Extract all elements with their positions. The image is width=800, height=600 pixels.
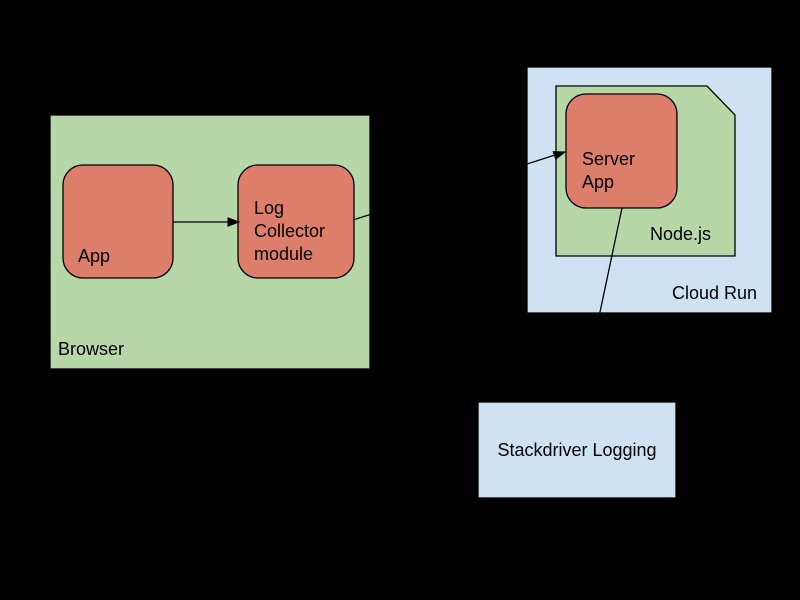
stackdriver-node-shape [477, 401, 677, 499]
arrowhead-app-to-log-collector [227, 217, 241, 227]
stackdriver-node-label: Stackdriver Logging [497, 439, 657, 460]
log-collector-node-label: Log Collector module [254, 198, 331, 264]
server-app-node-label: Server App [582, 149, 640, 192]
cloud-run-container-label: Cloud Run [672, 283, 758, 303]
arrow-log-collector-to-server-app [352, 154, 556, 221]
browser-container-label: Browser [58, 339, 125, 359]
line-server-app-to-stackdriver [580, 207, 623, 403]
app-node-label: App [78, 246, 111, 266]
nodejs-container-label: Node.js [650, 224, 712, 244]
arrowhead-log-collector-to-server-app [552, 151, 567, 161]
